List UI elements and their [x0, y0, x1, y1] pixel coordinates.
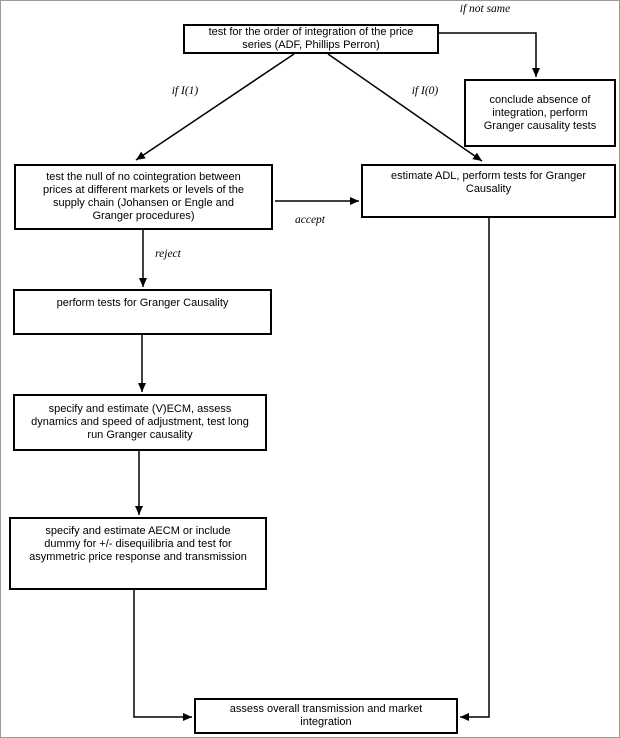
edge-label-accept: accept: [294, 214, 325, 226]
node-estimate-adl: estimate ADL, perform tests for Granger …: [361, 164, 616, 218]
edge-label-if-not-same: if not same: [459, 3, 511, 15]
node-aecm: specify and estimate AECM or include dum…: [9, 517, 267, 590]
node-cointegration-test: test the null of no cointegration betwee…: [14, 164, 273, 230]
node-order-of-integration: test for the order of integration of the…: [183, 24, 439, 54]
node-granger-tests: perform tests for Granger Causality: [13, 289, 272, 335]
edge-if-i0-arrow: [327, 53, 483, 162]
edge-label-reject: reject: [155, 248, 181, 260]
node-assess-transmission: assess overall transmission and market i…: [194, 698, 458, 734]
edge-if-i1-arrow: [135, 53, 295, 161]
node-order-of-integration-text: test for the order of integration of the…: [208, 26, 414, 51]
node-conclude-absence-text: conclude absence of integration, perform…: [483, 93, 597, 132]
node-estimate-adl-text: estimate ADL, perform tests for Granger …: [390, 170, 587, 195]
edge-label-if-i1: if I(1): [171, 85, 199, 97]
node-assess-transmission-text: assess overall transmission and market i…: [229, 703, 423, 728]
node-aecm-text: specify and estimate AECM or include dum…: [29, 525, 247, 563]
edge-adl-to-assess-arrow: [460, 218, 490, 721]
node-vecm-text: specify and estimate (V)ECM, assess dyna…: [31, 403, 249, 441]
edge-aecm-to-assess-arrow: [133, 590, 192, 721]
node-conclude-absence: conclude absence of integration, perform…: [464, 79, 616, 147]
edge-if-not-same-arrow: [439, 32, 540, 77]
edge-label-if-i0: if I(0): [411, 85, 439, 97]
node-cointegration-test-text: test the null of no cointegration betwee…: [43, 171, 244, 222]
node-vecm: specify and estimate (V)ECM, assess dyna…: [13, 394, 267, 451]
node-granger-tests-text: perform tests for Granger Causality: [56, 297, 229, 309]
